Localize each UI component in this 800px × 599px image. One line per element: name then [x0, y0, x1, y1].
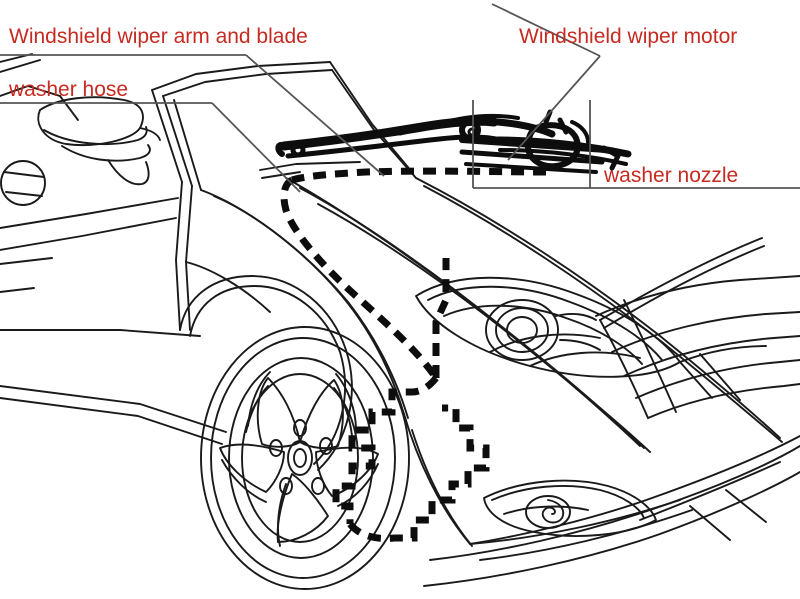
label-wiper-arm-and-blade: Windshield wiper arm and blade	[9, 25, 308, 48]
label-washer-hose: washer hose	[9, 78, 129, 101]
body-outline	[0, 53, 800, 590]
leader-lines	[0, 3, 800, 193]
label-wiper-motor: Windshield wiper motor	[519, 25, 738, 48]
washer-hose-path	[280, 167, 547, 542]
label-washer-nozzle: washer nozzle	[604, 164, 739, 187]
